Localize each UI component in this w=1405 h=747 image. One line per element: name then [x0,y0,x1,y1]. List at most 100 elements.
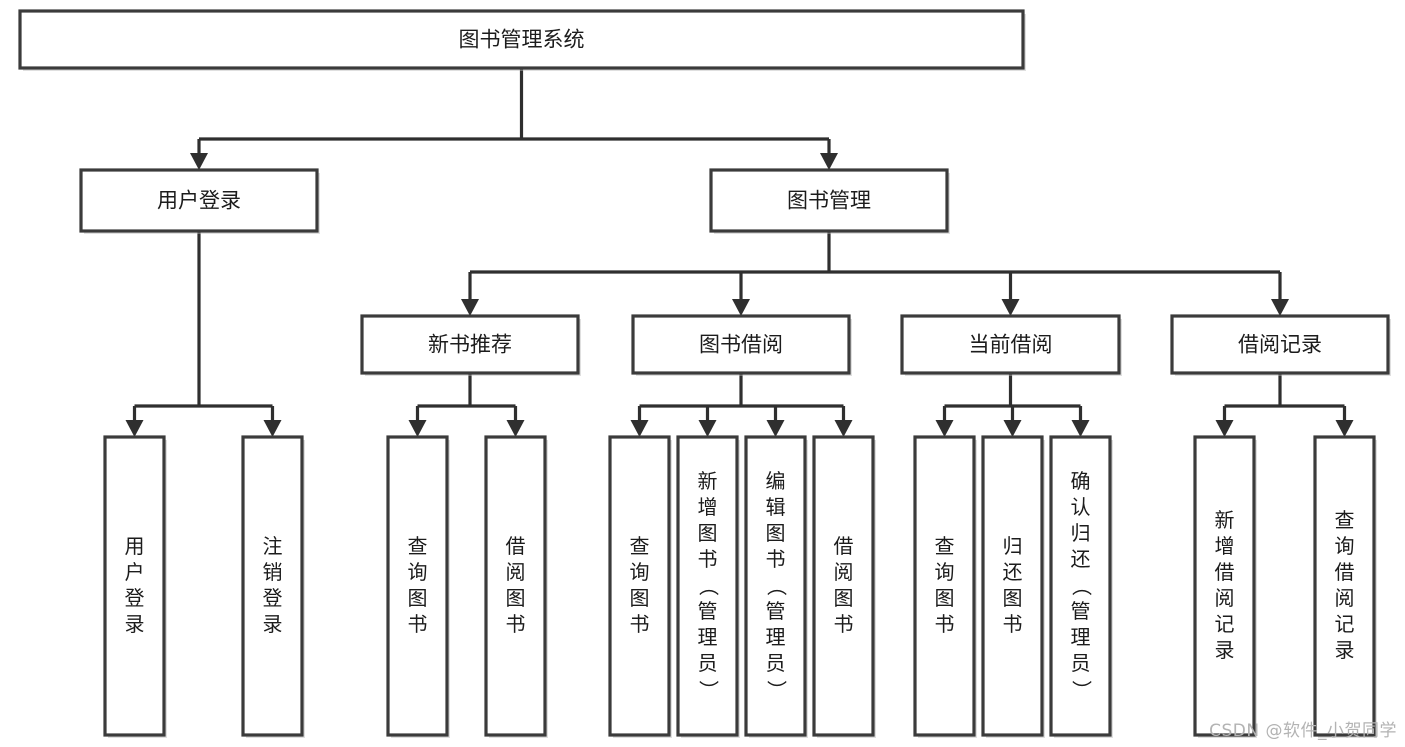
node-user-login[interactable]: 用户登录 [79,168,320,234]
node-label-char: 辑 [766,495,786,519]
node-label-char: 书 [408,612,428,636]
node-label-char: 员 [698,651,718,675]
node-label-char: （ [1070,576,1094,596]
node-leaf-user-login[interactable]: 用户登录 [103,435,167,738]
book-management-to-groups-arrow-0 [461,299,479,316]
book-borrow-to-leaves-arrow-2 [766,420,785,437]
node-label-char: 登 [263,586,283,610]
node-label-char: 编 [766,469,786,493]
node-label: 图书管理系统 [459,28,585,52]
node-label-char: 还 [1003,560,1023,584]
node-layer: 图书管理系统用户登录图书管理用户登录注销登录新书推荐图书借阅当前借阅借阅记录查询… [18,9,1391,738]
node-book-borrow[interactable]: 图书借阅 [631,314,852,376]
node-new-book-recommend[interactable]: 新书推荐 [360,314,581,376]
book-management-to-groups-arrow-1 [732,299,750,316]
node-label-char: 录 [1335,638,1355,662]
node-box [103,435,166,737]
node-label-char: 书 [630,612,650,636]
node-label-char: 销 [263,560,283,584]
node-label-char: 询 [935,560,955,584]
node-label-char: 注 [263,534,283,558]
node-box [631,314,851,375]
node-root[interactable]: 图书管理系统 [18,9,1026,71]
node-box [484,435,547,737]
node-label-char: 用 [125,534,145,558]
node-current-borrow[interactable]: 当前借阅 [900,314,1122,376]
node-box [79,168,319,233]
current-borrow-to-leaves-arrow-0 [935,420,954,437]
node-label-char: 查 [630,534,650,558]
node-box [900,314,1121,375]
node-label-char: 阅 [1215,586,1235,610]
node-label-char: 阅 [834,560,854,584]
node-label-char: 新 [698,469,718,493]
node-label-char: 阅 [1335,586,1355,610]
new-book-recommend-to-leaves-arrow-1 [506,420,525,437]
root-to-level2-arrow-0 [190,153,208,170]
node-label-char: 书 [698,547,718,571]
connector-layer [125,68,1354,437]
book-management-to-groups-arrow-3 [1271,299,1289,316]
node-label: 当前借阅 [969,333,1053,357]
node-label-char: 还 [1071,547,1091,571]
node-label-char: 书 [1003,612,1023,636]
node-label-char: 管 [1071,599,1091,623]
node-box [913,435,976,737]
node-label-char: 录 [263,612,283,636]
book-borrow-to-leaves-arrow-0 [630,420,649,437]
node-label: 图书管理 [787,189,871,213]
user-login-to-leaves-arrow-1 [263,420,282,437]
node-label-char: 登 [125,586,145,610]
watermark-label: CSDN @软件_小贺同学 [1209,721,1397,741]
node-label-char: 新 [1215,508,1235,532]
node-box [241,435,304,737]
node-label-char: 查 [408,534,428,558]
node-label-char: 询 [1335,534,1355,558]
node-label-char: 借 [1215,560,1235,584]
node-label-char: 增 [698,495,718,519]
node-label-char: ） [765,680,789,700]
node-label-char: 理 [1071,625,1091,649]
node-box [1170,314,1390,375]
node-label-char: 图 [834,586,854,610]
borrow-record-to-leaves-arrow-0 [1215,420,1234,437]
node-label-char: 认 [1071,495,1091,519]
node-box [676,435,739,737]
book-borrow-to-leaves-arrow-1 [698,420,717,437]
node-label-char: 书 [834,612,854,636]
node-label-char: 图 [935,586,955,610]
node-label-char: 户 [125,560,145,584]
node-label-char: 管 [698,599,718,623]
node-label-char: 借 [1335,560,1355,584]
node-borrow-record[interactable]: 借阅记录 [1170,314,1391,376]
node-label: 图书借阅 [699,333,783,357]
node-label-char: 借 [834,534,854,558]
node-box [812,435,875,737]
node-label-char: （ [697,576,721,596]
node-label-char: 记 [1215,612,1235,636]
node-label-char: 员 [1071,651,1091,675]
node-label-char: 确 [1071,469,1091,493]
root-to-level2-arrow-1 [820,153,838,170]
node-label-char: 理 [698,625,718,649]
current-borrow-to-leaves-arrow-2 [1071,420,1090,437]
node-box [1313,435,1376,737]
node-box [360,314,580,375]
node-book-management[interactable]: 图书管理 [709,168,950,234]
node-label-char: 归 [1071,521,1091,545]
node-label-char: 询 [630,560,650,584]
